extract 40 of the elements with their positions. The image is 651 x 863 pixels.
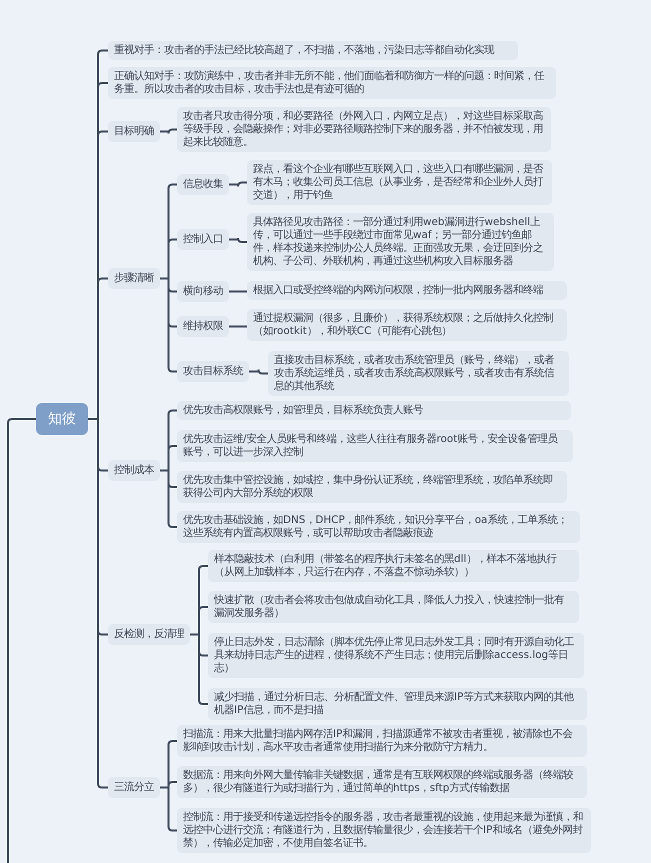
connector-line: [7, 418, 36, 863]
topic-box: 攻击目标系统: [177, 361, 249, 382]
central-topic: 知彼: [36, 403, 88, 435]
connector-line: [229, 326, 247, 328]
text-box: 数据流：用来向外网大量传输非关键数据，通常是有互联网权限的终端或服务器（终端较多），很少有隧道行为或扫描行为，通过简单的https，sftp方式传输数据: [177, 766, 587, 798]
text-box: 正确认知对手：攻防演练中，攻击者并非无所不能，他们面临着和防御方一样的问题：时间紧，任务重。所以攻击者的攻击目标，攻击手法也是有迹可循的: [108, 67, 556, 99]
topic-box: 三流分立: [108, 777, 160, 798]
connector-line: [160, 128, 177, 134]
text-box: 根据入口或受控终端的内网访问权限，控制一批内网服务器和终端: [247, 281, 567, 300]
connector-line: [190, 634, 208, 705]
connector-line: [229, 182, 247, 188]
text-box: 优先攻击集中管控设施，如域控，集中身份认证系统，终端管理系统，攻陷单系统即获得公司内大部分系统的权限: [177, 471, 567, 503]
topic-box: 横向移动: [177, 281, 229, 302]
connector-line: [229, 237, 247, 243]
text-box: 快速扩散（攻击者会将攻击包做成自动化工具，降低人力投入，快速控制一批有漏洞发服务器）: [208, 591, 579, 623]
topic-box: 信息收集: [177, 174, 229, 195]
topic-box: 控制成本: [108, 460, 160, 481]
text-box: 减少扫描，通过分析日志、分析配置文件、管理员来源IP等方式来获取内网的其他机器IP信息，而不是扫描: [208, 688, 587, 720]
topic-box: 目标明确: [108, 121, 160, 142]
text-box: 攻击者只攻击得分项，和必要路径（外网入口，内网立足点），对这些目标采取高等级手段，会隐蔽操作；对非必要路径顺路控制下来的服务器，并不怕被发现，用起来比较随意。: [177, 107, 551, 152]
text-box: 优先攻击高权限账号，如管理员，目标系统负责人账号: [177, 401, 571, 420]
text-box: 优先攻击运维/安全人员账号和终端，这些人往往有服务器root账号，安全设备管理员账号，可以进一步深入控制: [177, 430, 573, 462]
topic-box: 步骤清晰: [108, 268, 160, 289]
text-box: 具体路径见攻击路径：一部分通过利用web漏洞进行webshell上传，可以通过一些手段绕过市面常见waf；另一部分通过钓鱼邮件，样本投递来控制办公人员终端。正面强攻无果，会迂回到分之机构、子公司、外联机构，再通过这些机构攻入目标服务器: [247, 213, 554, 271]
connector-line: [249, 368, 268, 374]
topic-box: 维持权限: [177, 316, 229, 337]
text-box: 重视对手：攻击者的手法已经比较高超了，不扫描，不落地，污染日志等都自动化实现: [108, 41, 518, 60]
text-box: 停止日志外发，日志清除（脚本优先停止常见日志外发工具；同时有开源自动化工具来劫持日志产生的进程，使得系统不产生日志；使用完后删除access.log等日志）: [208, 633, 584, 678]
topic-box: 反检测，反清理: [108, 624, 190, 645]
text-box: 直接攻击目标系统，或者攻击系统管理员（账号，终端），或者攻击系统运维员，或者攻击系统高权限账号，或者攻击有系统信息的其他系统: [268, 351, 569, 396]
text-box: 优先攻击基础设施，如DNS，DHCP，邮件系统，知识分享平台，oa系统，工单系统；这些系统有内置高权限账号，或可以帮助攻击者隐蔽痕迹: [177, 511, 580, 543]
text-box: 控制流：用于接受和传递远控指令的服务器，攻击者最重视的设施，使用起来最为谨慎，和远控中心进行交流；有隧道行为，且数据传输量很少，会连接若干个IP和域名（避免外网封禁），传输必定加密，不使用自签名证书。: [177, 808, 591, 853]
connector-line: [229, 290, 247, 292]
text-box: 扫描流：用来大批量扫描内网存活IP和漏洞，扫描源通常不被攻击者重视，被清除也不会影响到攻击计划，高水平攻击者通常使用扫描行为来分散防守方精力。: [177, 725, 587, 757]
topic-box: 控制入口: [177, 229, 229, 250]
connector-line: [160, 786, 177, 832]
connector-line: [88, 418, 108, 788]
text-box: 踩点，看这个企业有哪些互联网入口，这些入口有哪些漏洞，是否有木马；收集公司员工信息（从事业务，是否经常和企业外人员打交道），用于钓鱼: [247, 160, 552, 205]
text-box: 通过提权漏洞（很多，且廉价），获得系统权限；之后做持久化控制（如rootkit），和外联CC（可能有心跳包）: [247, 309, 567, 341]
text-box: 样本隐蔽技术（白利用（带签名的程序执行未签名的黑dll），样本不落地执行（从网上加载样本，只运行在内存，不落盘不惊动杀软））: [208, 550, 579, 582]
